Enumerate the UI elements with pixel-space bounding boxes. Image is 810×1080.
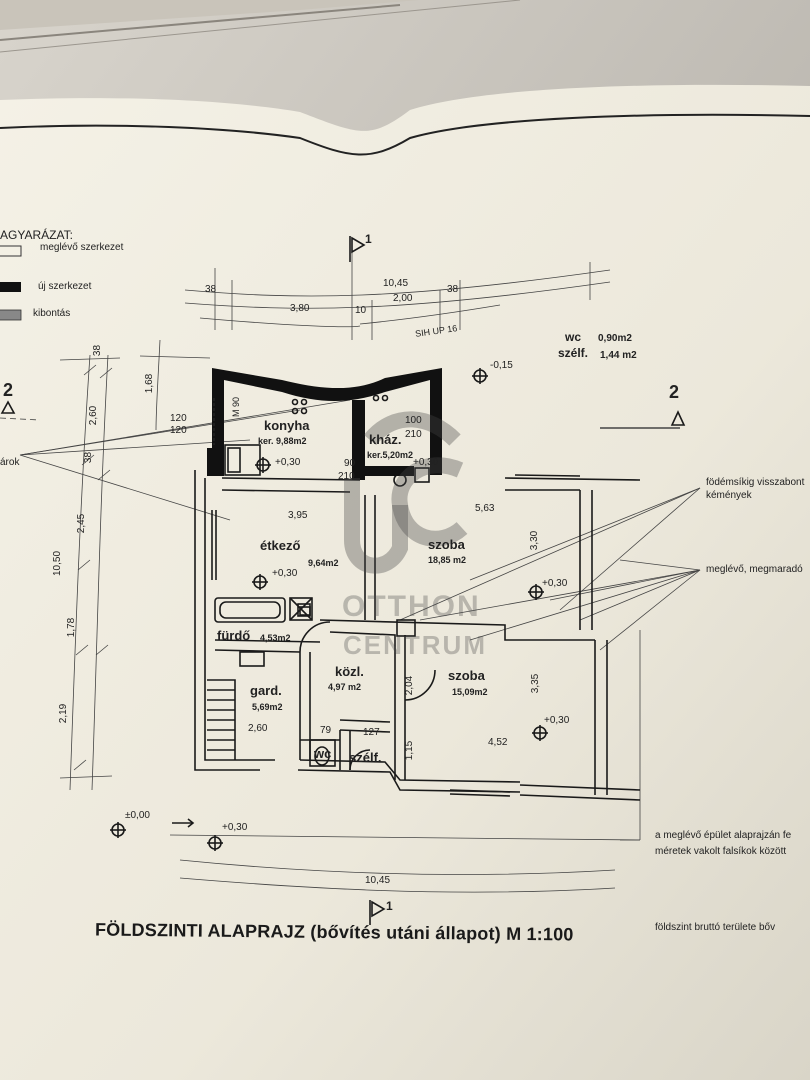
wardrobe-name: gard. — [250, 683, 282, 698]
section-top-label: 1 — [365, 232, 372, 246]
dim-79: 79 — [320, 725, 332, 736]
room2-area: 15,09m2 — [452, 687, 488, 697]
dim-120a: 120 — [170, 413, 187, 424]
watermark-line1: OTTHON — [342, 590, 481, 623]
dim-left-d: 2,45 — [76, 513, 88, 534]
dim-115: 1,15 — [404, 740, 416, 761]
level-entry: +0,30 — [222, 822, 248, 833]
dim-left-total: 10,50 — [52, 550, 64, 577]
bath-area: 4,53m2 — [260, 633, 291, 643]
wc-info-wc-area: 0,90m2 — [598, 333, 632, 344]
dim-left-b: 2,60 — [88, 405, 100, 426]
dim-127: 127 — [363, 727, 380, 738]
dim-260: 2,60 — [248, 723, 268, 734]
dim-left-g: 1,68 — [144, 373, 156, 394]
dim-452: 4,52 — [488, 737, 508, 748]
note-line-2: méretek vakolt falsíkok között — [655, 846, 787, 857]
dim-100: 100 — [405, 415, 422, 426]
dim-top-d: 2,00 — [393, 293, 413, 304]
dim-90: 90 — [344, 458, 356, 469]
legend-new: új szerkezet — [38, 281, 92, 292]
section-left-label: 2 — [3, 380, 14, 400]
dim-335: 3,35 — [530, 673, 542, 694]
hall-area: 4,97 m2 — [328, 682, 362, 692]
section-right-label: 2 — [669, 382, 680, 402]
room1-area: 18,85 m2 — [428, 555, 467, 565]
level-room2: +0,30 — [544, 715, 570, 726]
room2-name: szoba — [448, 668, 485, 683]
dim-330: 3,30 — [529, 530, 541, 551]
hall-name: közl. — [335, 664, 364, 679]
back-paper — [0, 0, 420, 30]
wc-info-wc: wc — [565, 330, 582, 344]
dim-120b: 120 — [170, 425, 187, 436]
room1-name: szoba — [428, 537, 465, 552]
dim-top-c: 10 — [355, 305, 367, 316]
wardrobe-area: 5,69m2 — [252, 702, 283, 712]
annotation-chimneys-2: kémények — [706, 490, 752, 501]
new-walls — [207, 368, 442, 480]
pantry-name: kház. — [369, 432, 402, 447]
kitchen-name: konyha — [264, 418, 310, 433]
level-kitchen: +0,30 — [275, 457, 301, 468]
level-dining: +0,30 — [272, 568, 298, 579]
wc-info-vent: szélf. — [558, 346, 589, 360]
dim-left-f: 2,19 — [58, 703, 70, 724]
annotation-chimneys-1: födémsíkig visszabont — [706, 477, 805, 488]
dim-210a: 210 — [405, 429, 422, 440]
kitchen-area: ker. 9,88m2 — [258, 436, 307, 446]
gross-area-note: földszint bruttó területe bőv — [655, 922, 776, 933]
pantry-area: ker.5,20m2 — [367, 450, 414, 460]
note-line-1: a meglévő épület alaprajzán fe — [655, 830, 792, 841]
vent-name: szélf. — [349, 750, 382, 765]
dim-left-a: 38 — [92, 344, 104, 357]
dim-204: 2,04 — [404, 675, 416, 696]
level-ground: ±0,00 — [125, 810, 150, 821]
level-ext-top: -0,15 — [490, 360, 513, 371]
dim-top-b: 3,80 — [290, 303, 310, 314]
wc-info-vent-area: 1,44 m2 — [600, 350, 637, 361]
dim-bottom-total: 10,45 — [365, 875, 391, 886]
dim-top-total: 10,45 — [383, 278, 409, 289]
dining-name: étkező — [260, 538, 301, 553]
dim-left-e: 1,78 — [66, 617, 78, 638]
annotation-rak: árok — [0, 457, 20, 468]
sheet-border — [0, 113, 810, 156]
annotation-existing-remaining: meglévő, megmaradó — [706, 564, 803, 575]
bath-name: fürdő — [217, 628, 251, 643]
dim-left-c: 38 — [83, 451, 95, 464]
legend-demolition: kibontás — [33, 308, 71, 319]
legend-heading: AGYARÁZAT: — [0, 228, 73, 242]
level-room1: +0,30 — [542, 578, 568, 589]
dim-top-a: 38 — [205, 284, 217, 295]
dim-563: 5,63 — [475, 503, 495, 514]
wc-name: wc — [314, 746, 332, 761]
watermark-line2: CENTRUM — [343, 630, 487, 660]
dim-210b: 210 — [338, 471, 355, 482]
section-bottom-label: 1 — [386, 899, 393, 913]
dim-top-e: 38 — [447, 284, 459, 295]
dim-m90: M 90 — [231, 396, 242, 418]
dining-area: 9,64m2 — [308, 558, 339, 568]
dim-395: 3,95 — [288, 510, 308, 521]
level-pantry: +0,30 — [413, 457, 439, 468]
paper-sheet — [0, 84, 810, 1080]
legend-existing: meglévő szerkezet — [40, 242, 124, 253]
